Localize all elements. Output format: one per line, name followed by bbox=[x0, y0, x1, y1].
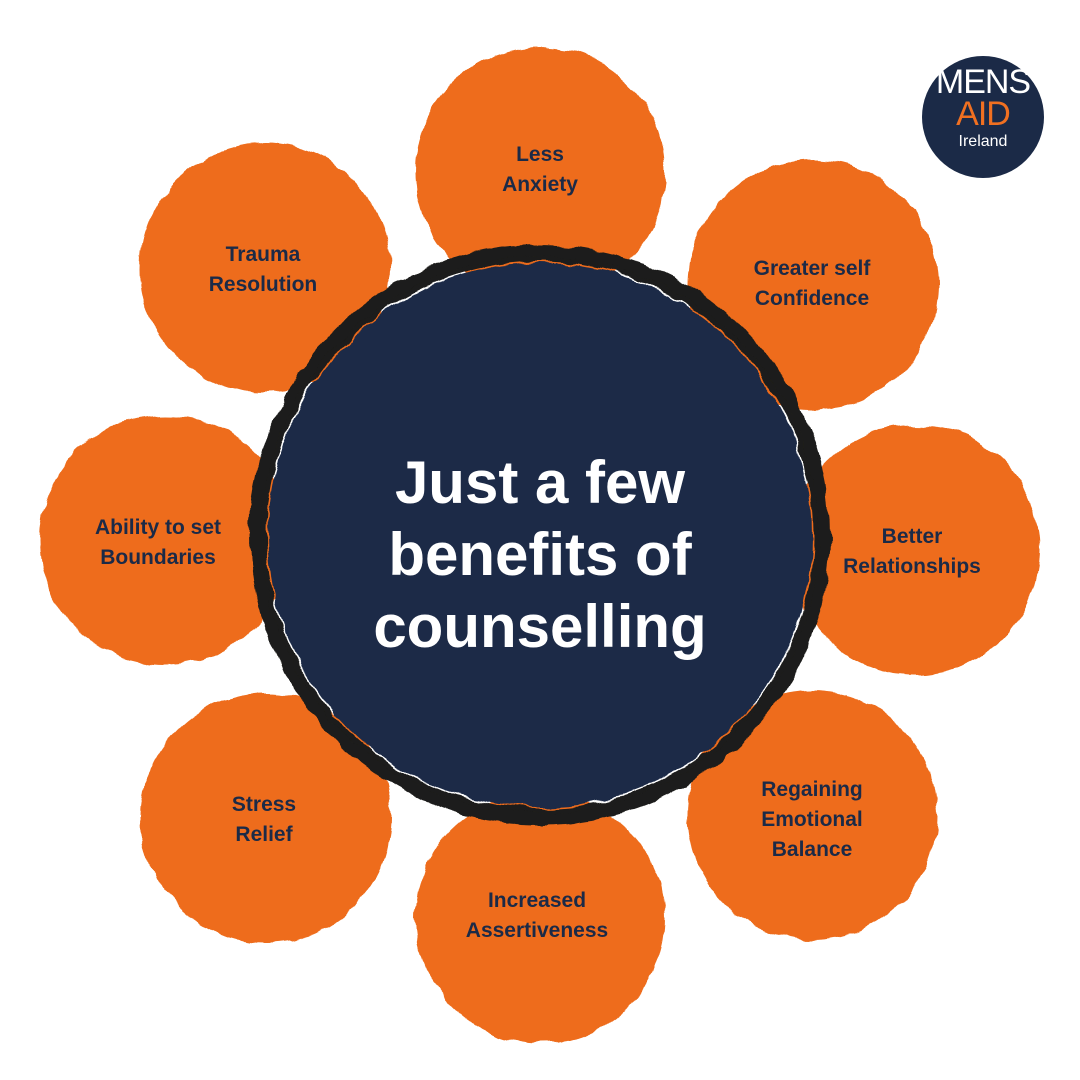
benefit-circle-less-anxiety bbox=[415, 47, 665, 297]
benefit-label-ability-to-set-boundaries: Ability to set Boundaries bbox=[38, 513, 278, 573]
mens-aid-ireland-logo: MENS AID Ireland bbox=[922, 56, 1044, 178]
benefit-circle-better-relationships bbox=[790, 425, 1040, 675]
benefit-label-line: Increased bbox=[487, 889, 587, 912]
benefit-label-line: Better bbox=[881, 525, 943, 548]
benefit-label-better-relationships: Better Relationships bbox=[792, 522, 1032, 582]
logo-text-mens: MENS bbox=[935, 63, 1031, 101]
center-circle-outline-outer bbox=[250, 245, 830, 825]
center-title-line: counselling bbox=[373, 593, 707, 660]
benefit-label-line: Balance bbox=[771, 838, 853, 861]
benefit-label-greater-self-confidence: Greater self Confidence bbox=[692, 254, 932, 314]
benefit-label-stress-relief: Stress Relief bbox=[144, 790, 384, 850]
benefit-label-line: Confidence bbox=[754, 287, 870, 310]
center-title: Just a few benefits of counselling bbox=[290, 447, 790, 663]
benefit-label-line: Less bbox=[516, 143, 564, 166]
benefit-circle-stress-relief bbox=[141, 693, 391, 943]
benefit-label-less-anxiety: Less Anxiety bbox=[420, 140, 660, 200]
benefit-circle-regaining-emotional-balance bbox=[687, 690, 937, 940]
benefit-label-line: Anxiety bbox=[502, 173, 578, 196]
benefit-label-line: Emotional bbox=[761, 808, 863, 831]
benefit-label-line: Trauma bbox=[225, 243, 301, 266]
benefit-label-line: Resolution bbox=[208, 273, 318, 296]
logo-text-ireland: Ireland bbox=[958, 133, 1008, 150]
benefit-label-increased-assertiveness: Increased Assertiveness bbox=[417, 886, 657, 946]
benefit-circle-trauma-resolution bbox=[140, 143, 390, 393]
center-title-line: benefits of bbox=[388, 521, 692, 588]
center-title-line: Just a few bbox=[394, 449, 686, 516]
benefit-label-line: Boundaries bbox=[100, 546, 216, 569]
benefit-label-trauma-resolution: Trauma Resolution bbox=[143, 240, 383, 300]
benefit-label-line: Ability to set bbox=[94, 516, 221, 539]
benefit-label-line: Greater self bbox=[753, 257, 871, 280]
benefit-circle-increased-assertiveness bbox=[415, 793, 665, 1043]
benefit-label-line: Relief bbox=[235, 823, 293, 846]
logo-text-aid: AID bbox=[956, 95, 1011, 133]
center-circle bbox=[268, 263, 812, 807]
benefit-label-line: Regaining bbox=[761, 778, 863, 801]
benefit-label-line: Relationships bbox=[843, 555, 981, 578]
benefit-label-regaining-emotional-balance: Regaining Emotional Balance bbox=[692, 775, 932, 865]
benefit-circle-ability-to-set-boundaries bbox=[40, 415, 290, 665]
benefit-label-line: Stress bbox=[231, 793, 297, 816]
center-circle-outline-inner bbox=[261, 256, 819, 814]
benefit-label-line: Assertiveness bbox=[465, 919, 609, 942]
